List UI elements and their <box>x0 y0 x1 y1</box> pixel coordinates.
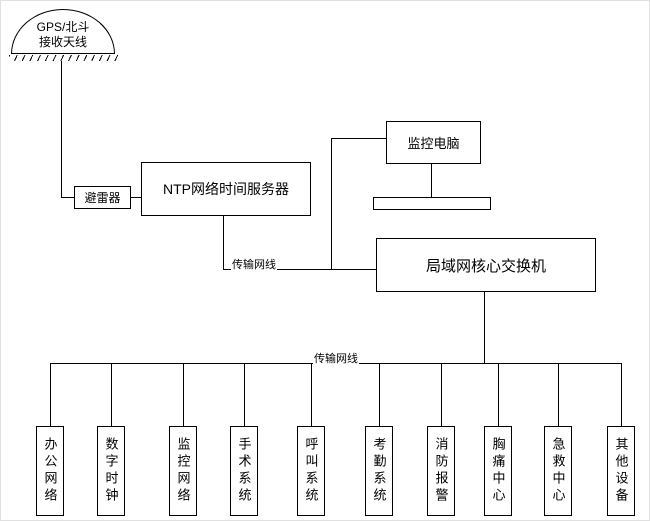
terminal-box: 急救中心 <box>544 426 572 516</box>
core-switch-box: 局域网核心交换机 <box>376 238 596 292</box>
terminal-label: 数字时钟 <box>103 437 119 505</box>
terminal-box: 呼叫系统 <box>297 426 325 516</box>
antenna-label-line2: 接收天线 <box>38 34 87 49</box>
gps-antenna-dome: GPS/北斗 接收天线 <box>11 9 115 54</box>
terminal-label: 急救中心 <box>550 437 566 505</box>
monitor-link-line-v <box>331 138 332 269</box>
terminal-drop-line <box>311 363 312 426</box>
lightning-arrester-label: 避雷器 <box>84 191 121 205</box>
antenna-ground-hatch <box>9 55 119 61</box>
terminal-drop-line <box>244 363 245 426</box>
terminal-drop-line <box>558 363 559 426</box>
core-switch-label: 局域网核心交换机 <box>425 257 546 275</box>
switch-downlink-line <box>484 292 485 363</box>
lightning-arrester-box: 避雷器 <box>74 186 131 209</box>
terminal-label: 消防报警 <box>433 437 449 505</box>
cable-label-bottom: 传输网线 <box>313 350 359 366</box>
monitor-link-line-h <box>331 138 386 139</box>
terminal-box: 考勤系统 <box>365 426 393 516</box>
terminal-drop-line <box>621 363 622 426</box>
terminal-label: 胸痛中心 <box>490 437 506 505</box>
terminal-box: 手术系统 <box>230 426 258 516</box>
terminal-box: 其他设备 <box>607 426 635 516</box>
terminal-drop-line <box>498 363 499 426</box>
cable-label-top: 传输网线 <box>231 256 277 272</box>
arrester-ntp-line <box>131 197 141 198</box>
terminal-box: 监控网络 <box>169 426 197 516</box>
terminal-drop-line <box>50 363 51 426</box>
monitor-stand-line <box>431 164 432 197</box>
terminal-box: 数字时钟 <box>97 426 125 516</box>
monitor-stand-base <box>373 197 491 210</box>
terminal-label: 呼叫系统 <box>303 437 319 505</box>
monitor-pc-box: 监控电脑 <box>386 121 481 164</box>
terminal-drop-line <box>441 363 442 426</box>
terminal-label: 手术系统 <box>236 437 252 505</box>
monitor-pc-label: 监控电脑 <box>407 136 460 151</box>
ntp-switch-line <box>223 269 376 270</box>
ntp-downlink-line <box>223 216 224 269</box>
antenna-label-line1: GPS/北斗 <box>36 19 90 34</box>
terminal-drop-line <box>379 363 380 426</box>
terminal-label: 监控网络 <box>175 437 191 505</box>
antenna-cable-line <box>61 61 62 198</box>
antenna-arrester-connector-line <box>61 197 74 198</box>
terminal-drop-line <box>111 363 112 426</box>
terminal-label: 考勤系统 <box>371 437 387 505</box>
terminal-box: 消防报警 <box>427 426 455 516</box>
terminal-drop-line <box>183 363 184 426</box>
terminal-box: 办公网络 <box>36 426 64 516</box>
terminal-label: 其他设备 <box>613 437 629 505</box>
terminal-label: 办公网络 <box>42 437 58 505</box>
ntp-server-label: NTP网络时间服务器 <box>163 181 289 197</box>
terminal-box: 胸痛中心 <box>484 426 512 516</box>
ntp-server-box: NTP网络时间服务器 <box>141 162 311 216</box>
